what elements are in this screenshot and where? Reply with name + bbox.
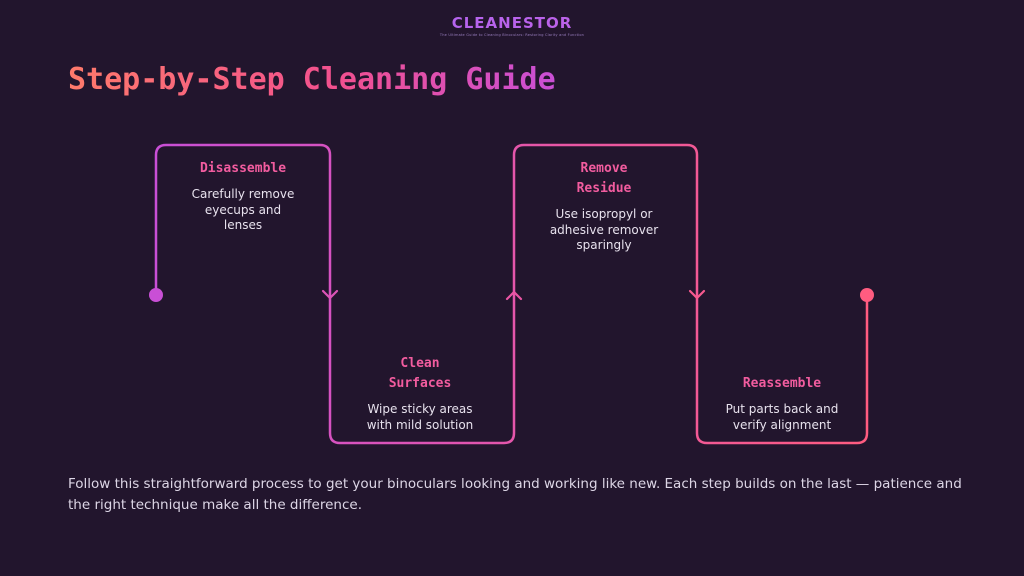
step-clean-surfaces: Clean Surfaces Wipe sticky areas with mi… <box>345 354 495 433</box>
brand-logo: CLEANESTOR The Ultimate Guide to Cleanin… <box>0 14 1024 37</box>
step-disassemble: Disassemble Carefully remove eyecups and… <box>168 159 318 234</box>
step-description: Put parts back and verify alignment <box>725 402 839 432</box>
flow-start-dot <box>149 288 163 302</box>
step-description: Carefully remove eyecups and lenses <box>191 187 295 232</box>
logo-wordmark: CLEANESTOR <box>0 14 1024 32</box>
arrow-down-icon <box>688 289 706 300</box>
step-title: Remove Residue <box>576 161 632 196</box>
step-description: Use isopropyl or adhesive remover sparin… <box>549 207 659 252</box>
step-title: Clean Surfaces <box>388 356 452 391</box>
step-description: Wipe sticky areas with mild solution <box>366 402 474 432</box>
footer-description: Follow this straightforward process to g… <box>68 476 962 513</box>
page-title: Step-by-Step Cleaning Guide <box>68 62 556 97</box>
flow-connector-line <box>154 143 869 445</box>
logo-tagline: The Ultimate Guide to Cleaning Binocular… <box>439 33 585 37</box>
step-title: Reassemble <box>742 376 822 391</box>
flow-end-dot <box>860 288 874 302</box>
step-reassemble: Reassemble Put parts back and verify ali… <box>707 374 857 433</box>
arrow-up-icon <box>505 290 523 301</box>
arrow-down-icon <box>321 289 339 300</box>
step-remove-residue: Remove Residue Use isopropyl or adhesive… <box>529 159 679 254</box>
step-title: Disassemble <box>199 161 287 176</box>
